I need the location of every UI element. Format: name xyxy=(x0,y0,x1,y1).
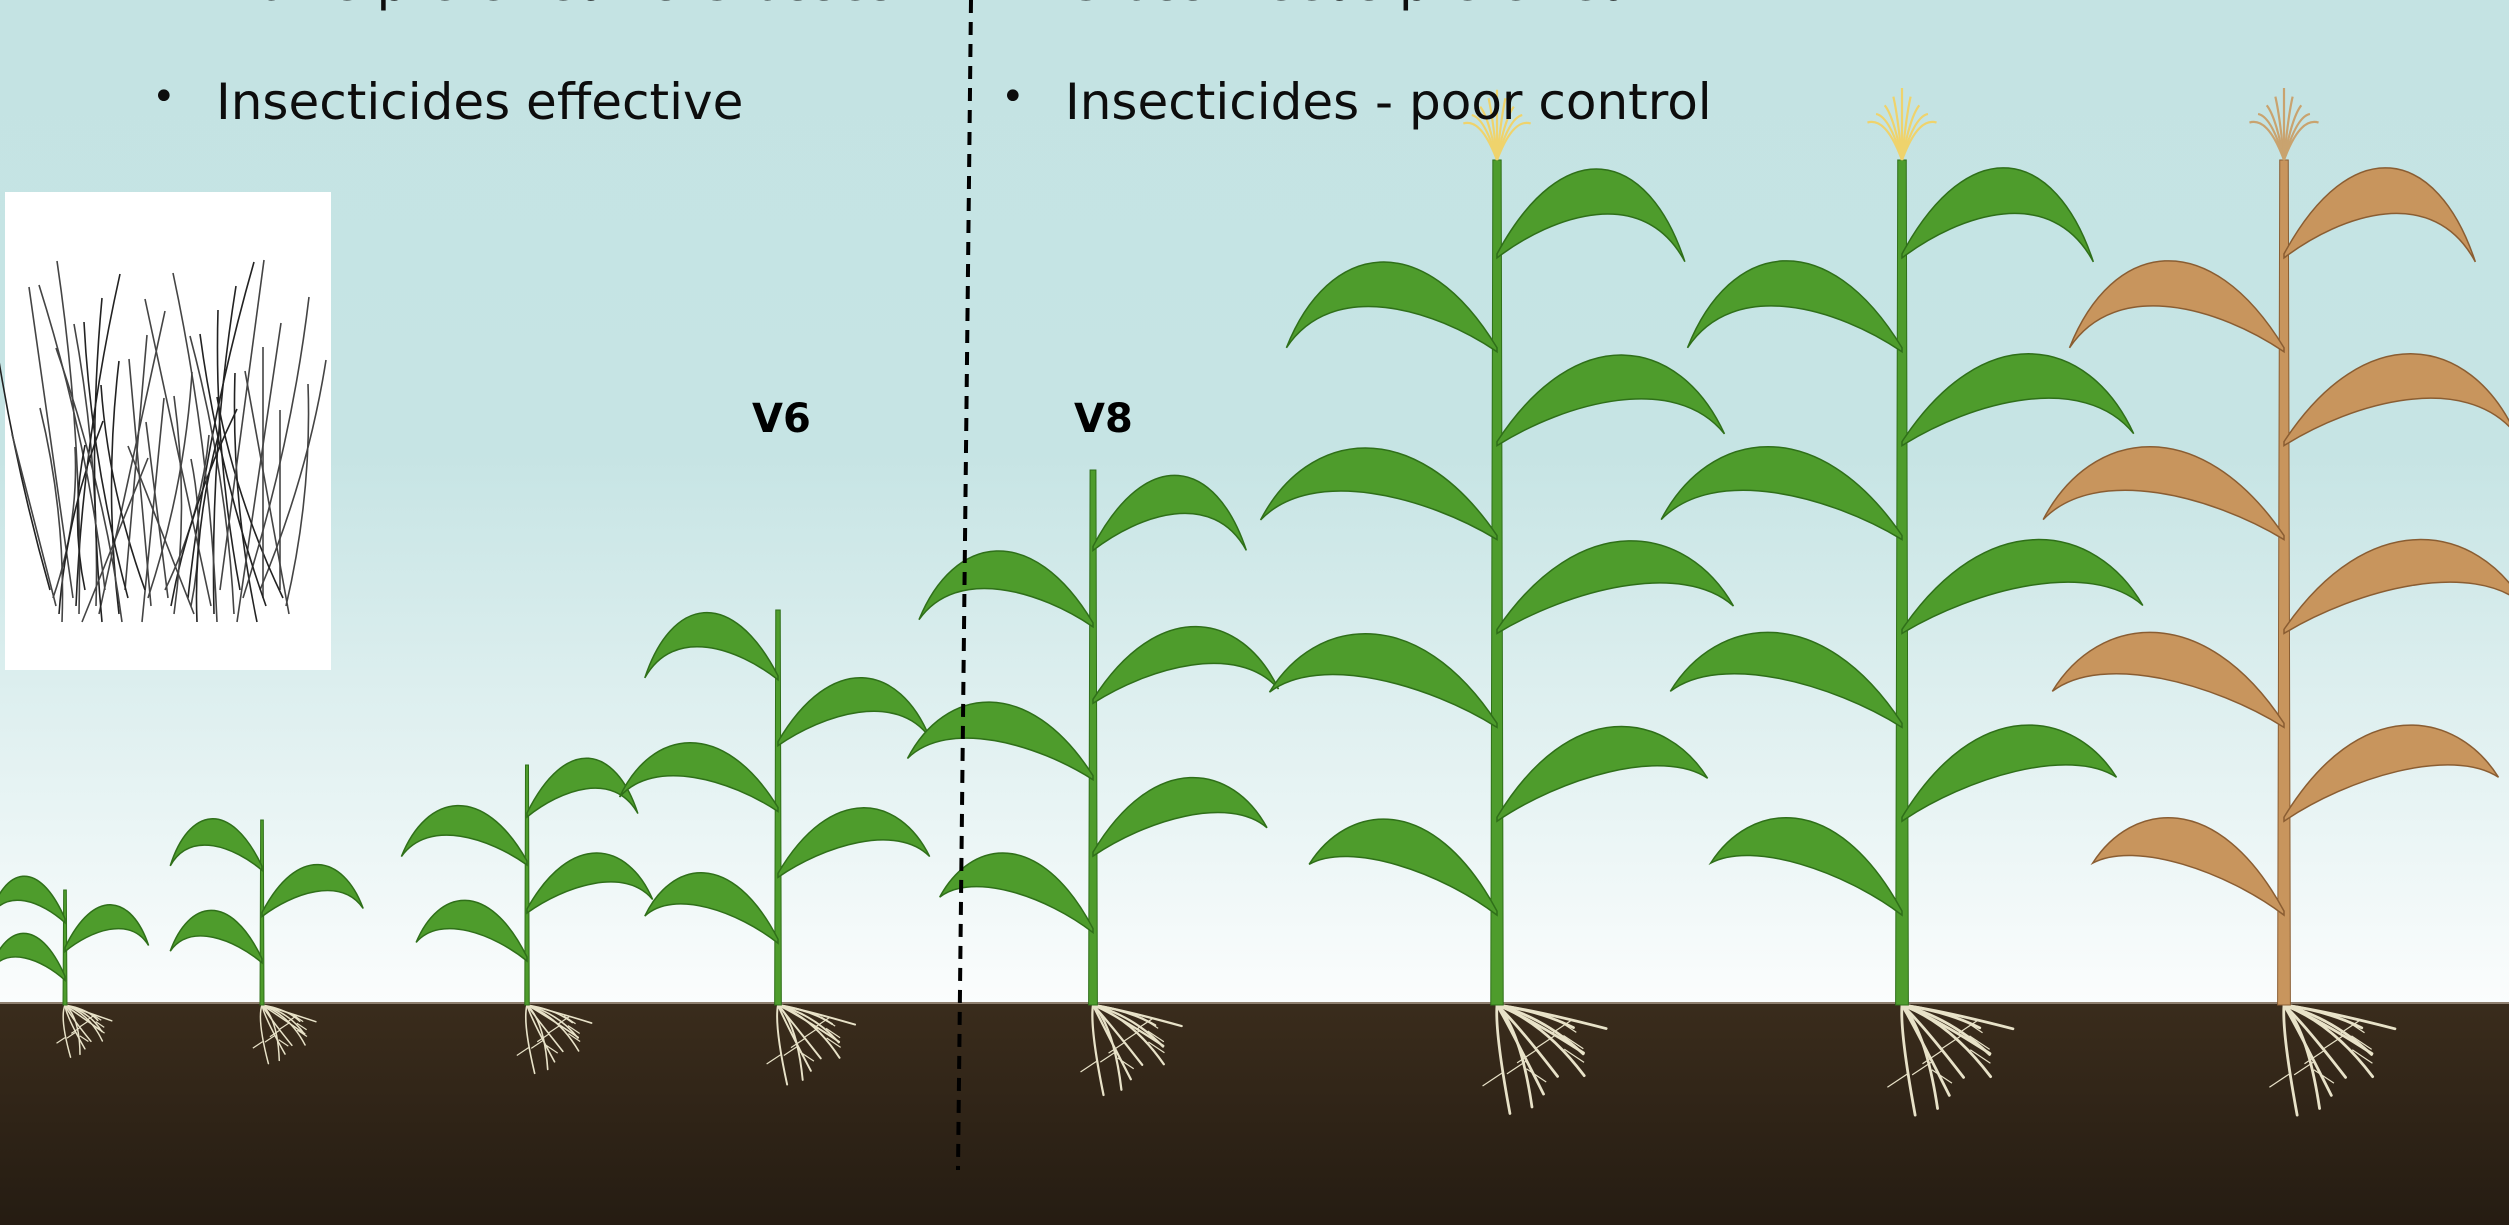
left-bullet-list: •Maize preferred vs Grasses •Insecticide… xyxy=(216,0,895,100)
stem xyxy=(1896,160,1909,1005)
stage-label-v6: V6 xyxy=(752,396,811,442)
list-item-text: Maize preferred vs Grasses xyxy=(216,0,895,12)
list-item: •Grass weeds preferred xyxy=(1065,0,1712,8)
list-item: •Maize preferred vs Grasses xyxy=(216,0,895,8)
soil-layer xyxy=(0,1003,2509,1225)
stem xyxy=(525,765,529,1005)
right-bullet-list: •Grass weeds preferred •Insecticides - p… xyxy=(1065,0,1712,100)
list-item: •Insecticides - poor control xyxy=(1065,77,1712,127)
list-item-text: Insecticides effective xyxy=(216,73,743,131)
list-item-text: Insecticides - poor control xyxy=(1065,73,1712,131)
bullet-dot: • xyxy=(1001,77,1025,117)
list-item-text: Grass weeds preferred xyxy=(1065,0,1631,12)
bullet-dot: • xyxy=(152,77,176,117)
stage-label-v8: V8 xyxy=(1074,396,1133,442)
stem xyxy=(2278,160,2291,1005)
list-item: •Insecticides effective xyxy=(216,77,895,127)
stem xyxy=(1491,160,1503,1005)
